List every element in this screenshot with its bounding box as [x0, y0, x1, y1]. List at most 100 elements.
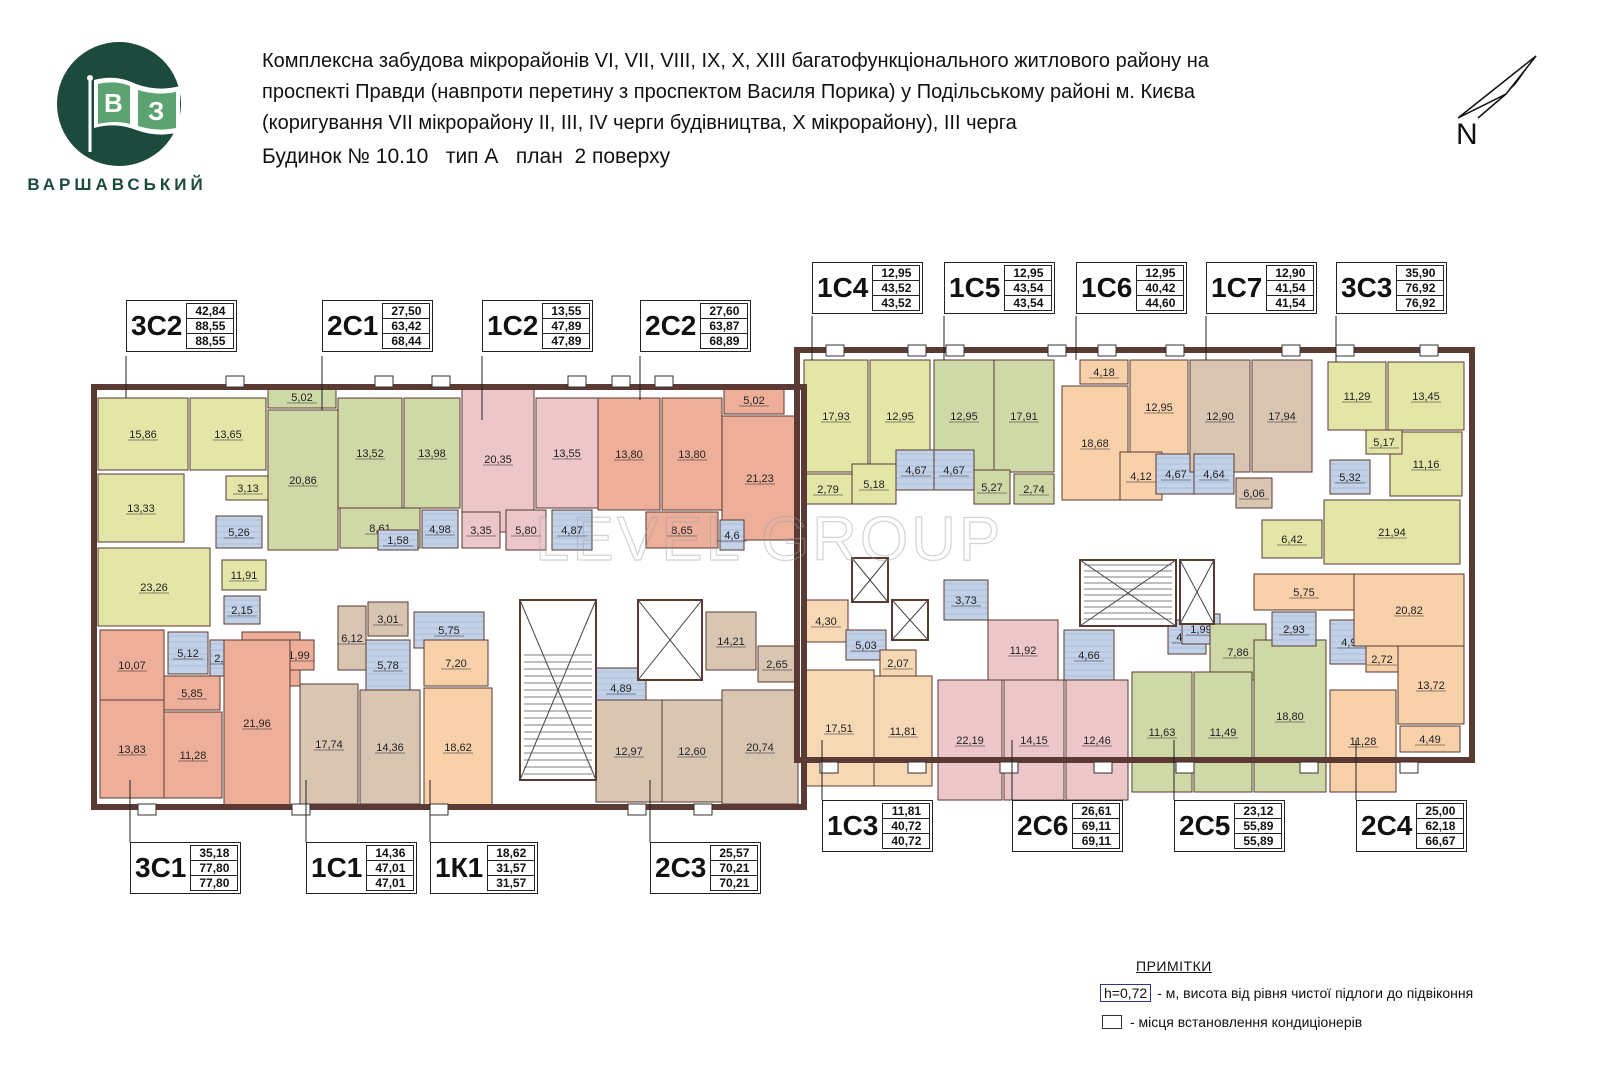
room-area-label: 21,94 — [1378, 527, 1406, 539]
room: 4,18 — [1079, 359, 1129, 385]
room-area-label: 1,99 — [1190, 624, 1211, 636]
building-outline — [794, 595, 804, 795]
room-area — [209, 639, 241, 677]
room: 13,83 — [99, 699, 165, 799]
apartment-area-value: 47,89 — [551, 334, 582, 348]
room-area — [97, 473, 185, 543]
apartment-area-value: 70,21 — [719, 876, 750, 890]
apartment-area-value: 41,54 — [1275, 296, 1306, 310]
room-area-label: 4,49 — [1419, 734, 1440, 746]
room-area-label: 3,35 — [470, 525, 491, 537]
apartment-area-value: 25,57 — [711, 846, 758, 861]
ac-unit-icon — [567, 375, 587, 388]
room: 12,60 — [661, 699, 723, 803]
ac-unit-icon — [137, 803, 157, 816]
room-area-label: 11,28 — [180, 750, 207, 762]
room: 21,96 — [223, 639, 291, 807]
apartment-code: 1К1 — [435, 852, 484, 883]
ac-unit-icon — [1335, 344, 1355, 357]
room-area — [413, 611, 485, 649]
room-area-label: 12,46 — [1083, 735, 1111, 747]
room-area-label: 5,17 — [1373, 437, 1394, 449]
room-area-label: 1,99 — [288, 650, 309, 662]
ac-unit-icon — [1093, 761, 1113, 774]
apartment-area-value: 76,92 — [1397, 281, 1444, 296]
apartment-area-value: 40,72 — [891, 834, 922, 848]
room-area — [1251, 359, 1313, 473]
apartment-area-value: 12,90 — [1267, 266, 1314, 281]
room: 17,91 — [993, 359, 1055, 473]
room: 21,23 — [721, 415, 799, 541]
room-area-label: 5,18 — [863, 479, 884, 491]
apartment-area-value: 27,60 — [701, 304, 748, 319]
logo-letter-v: В — [104, 88, 123, 118]
room-area-label: 22,19 — [956, 735, 984, 747]
room: 21,94 — [1323, 499, 1461, 565]
apartment-area-value: 31,57 — [488, 861, 535, 876]
apartment-area-value: 25,00 — [1417, 804, 1464, 819]
room-area — [551, 509, 593, 551]
room: 11,91 — [221, 559, 267, 591]
apartment-code: 1С1 — [311, 852, 363, 883]
room: 5,75 — [1253, 573, 1355, 611]
room-area-label: 17,93 — [822, 411, 850, 423]
plan-background — [80, 350, 1472, 807]
room-area — [377, 529, 419, 551]
room-area-label: 18,68 — [1081, 438, 1109, 450]
ac-unit-icon — [999, 761, 1019, 774]
room-area-label: 6,42 — [1281, 534, 1302, 546]
room-area-label: 20,82 — [1395, 605, 1423, 617]
room-area — [1063, 629, 1115, 681]
room-area — [1387, 361, 1465, 431]
logo-letter-z: З — [148, 96, 164, 126]
apartment-area-value: 26,61 — [1073, 804, 1120, 819]
apartment-area-value: 35,90 — [1397, 266, 1444, 281]
room-area — [1365, 645, 1399, 673]
room-area — [1271, 611, 1317, 647]
room-area — [1003, 679, 1065, 801]
room: 5,26 — [215, 515, 263, 549]
room-area-label: 11,81 — [890, 726, 917, 738]
room-area — [1193, 671, 1253, 793]
window-height-box: h=0,72 — [1100, 984, 1152, 1002]
room-area — [723, 385, 785, 415]
room: 4,30 — [803, 599, 849, 643]
room: 2,93 — [1271, 611, 1317, 647]
room-area — [1119, 451, 1163, 501]
room: 4,66 — [1063, 629, 1115, 681]
room-area-label: 1,58 — [387, 535, 408, 547]
room: 20,86 — [267, 409, 339, 551]
room-area-label: 21,96 — [243, 718, 271, 730]
room-area-label: 18,62 — [444, 742, 472, 754]
stair-core — [891, 599, 929, 641]
room-area — [337, 605, 367, 671]
room-area-label: 3,73 — [955, 595, 976, 607]
room: 8,61 — [339, 507, 421, 549]
apartment-code: 1С5 — [949, 272, 1001, 303]
plan-walls — [91, 344, 1475, 816]
room: 4,67 — [1155, 453, 1197, 495]
room-area — [757, 645, 797, 683]
room: 5,27 — [973, 469, 1011, 505]
room-area-label: 12,97 — [615, 746, 643, 758]
apartment-area-value: 77,80 — [199, 876, 230, 890]
room-area-label: 12,60 — [678, 746, 706, 758]
room-area-label: 11,16 — [1413, 459, 1440, 471]
room-area — [933, 449, 975, 491]
room: 5,17 — [1365, 429, 1403, 455]
room-area — [851, 463, 897, 505]
ac-unit-icon — [611, 375, 631, 388]
room: 7,86 — [1209, 623, 1267, 681]
room-area-label: 14,21 — [717, 636, 745, 648]
room: 2,15 — [223, 595, 261, 625]
room-area — [1189, 359, 1251, 473]
building-outline — [596, 380, 766, 400]
room-area — [423, 687, 493, 807]
outer-wall — [794, 347, 1475, 763]
apartment-area-value: 77,80 — [191, 861, 238, 876]
ac-square-icon — [1102, 1015, 1122, 1029]
